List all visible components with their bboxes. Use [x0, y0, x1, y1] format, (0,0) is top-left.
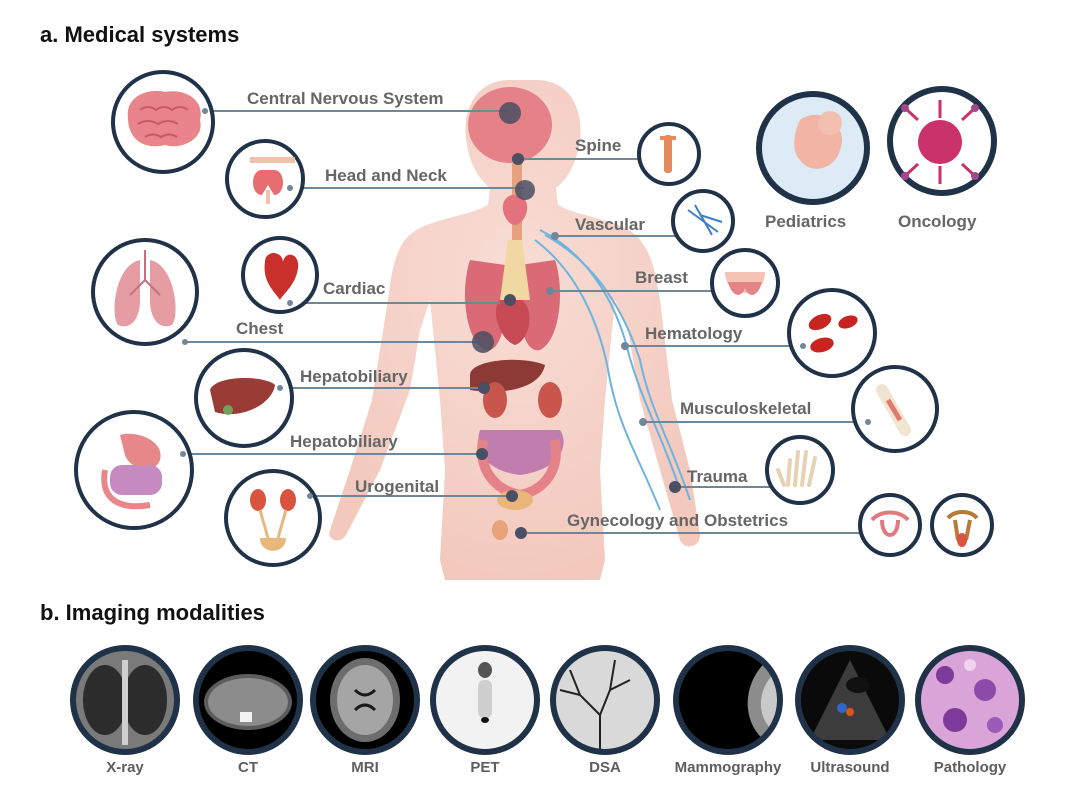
label-spine: Spine: [575, 136, 621, 155]
dot-cardiac: [504, 294, 516, 306]
label-hematology: Hematology: [645, 324, 743, 343]
ct-image: [193, 645, 303, 755]
dsa-image: [550, 645, 660, 755]
dot-head-neck: [515, 180, 535, 200]
organ-illustrations: [465, 87, 564, 540]
connector-lines: [183, 110, 868, 534]
dot-hematology: [621, 342, 629, 350]
blood-cells-icon: [787, 288, 877, 378]
pet-image: [430, 645, 540, 755]
label-musculoskeletal: Musculoskeletal: [680, 399, 811, 418]
dot-msk: [639, 418, 647, 426]
dot-cns: [499, 102, 521, 124]
label-mri: MRI: [351, 759, 379, 776]
label-vascular: Vascular: [575, 215, 645, 234]
dot-urogenital: [506, 490, 518, 502]
ultrasound-image: [795, 645, 905, 755]
label-chest: Chest: [236, 319, 284, 338]
fetus-icon: [756, 91, 870, 205]
label-pet: PET: [470, 759, 499, 776]
bone-icon: [851, 365, 939, 453]
label-ultrasound: Ultrasound: [810, 759, 889, 776]
label-hepatobiliary-1: Hepatobiliary: [300, 367, 408, 386]
label-oncology: Oncology: [898, 212, 977, 231]
vessel-icon: [671, 189, 735, 253]
thyroid-icon: [225, 139, 305, 219]
brain-icon: [111, 70, 215, 174]
kidneys-bladder-icon: [224, 469, 322, 567]
label-pathology: Pathology: [934, 759, 1007, 776]
xray-image: [70, 645, 180, 755]
location-dots: [472, 102, 681, 539]
lungs-icon: [91, 238, 199, 346]
label-pediatrics: Pediatrics: [765, 212, 846, 231]
label-dsa: DSA: [589, 759, 621, 776]
label-trauma: Trauma: [687, 467, 748, 486]
dot-gyn: [515, 527, 527, 539]
spine-icon: [637, 122, 701, 186]
mri-image: [310, 645, 420, 755]
label-head-neck: Head and Neck: [325, 166, 447, 185]
label-urogenital: Urogenital: [355, 477, 439, 496]
vascular-network: [534, 229, 691, 511]
male-reproductive-icon: [930, 493, 994, 557]
dot-breast: [546, 287, 554, 295]
label-cardiac: Cardiac: [323, 279, 385, 298]
dot-vascular: [551, 232, 559, 240]
dot-trauma: [669, 481, 681, 493]
imaging-modalities-title: b. Imaging modalities: [40, 600, 265, 625]
heart-icon: [241, 236, 319, 314]
dot-hepatobiliary: [478, 382, 490, 394]
label-ct: CT: [238, 759, 258, 776]
pathology-image: [915, 645, 1025, 755]
stomach-intestine-icon: [74, 410, 194, 530]
label-gynecology: Gynecology and Obstetrics: [567, 511, 788, 530]
tumor-cell-icon: [887, 86, 997, 196]
label-hepatobiliary-2: Hepatobiliary: [290, 432, 398, 451]
dot-gi: [476, 448, 488, 460]
medical-systems-title: a. Medical systems: [40, 22, 240, 47]
label-cns: Central Nervous System: [247, 89, 444, 108]
label-mammography: Mammography: [675, 759, 782, 776]
label-xray: X-ray: [106, 759, 144, 776]
dot-chest: [472, 331, 494, 353]
label-breast: Breast: [635, 268, 688, 287]
mammography-image: [673, 645, 783, 755]
liver-icon: [194, 348, 294, 448]
uterus-icon: [858, 493, 922, 557]
breast-icon: [710, 248, 780, 318]
dot-spine: [512, 153, 524, 165]
hand-bones-icon: [765, 435, 835, 505]
